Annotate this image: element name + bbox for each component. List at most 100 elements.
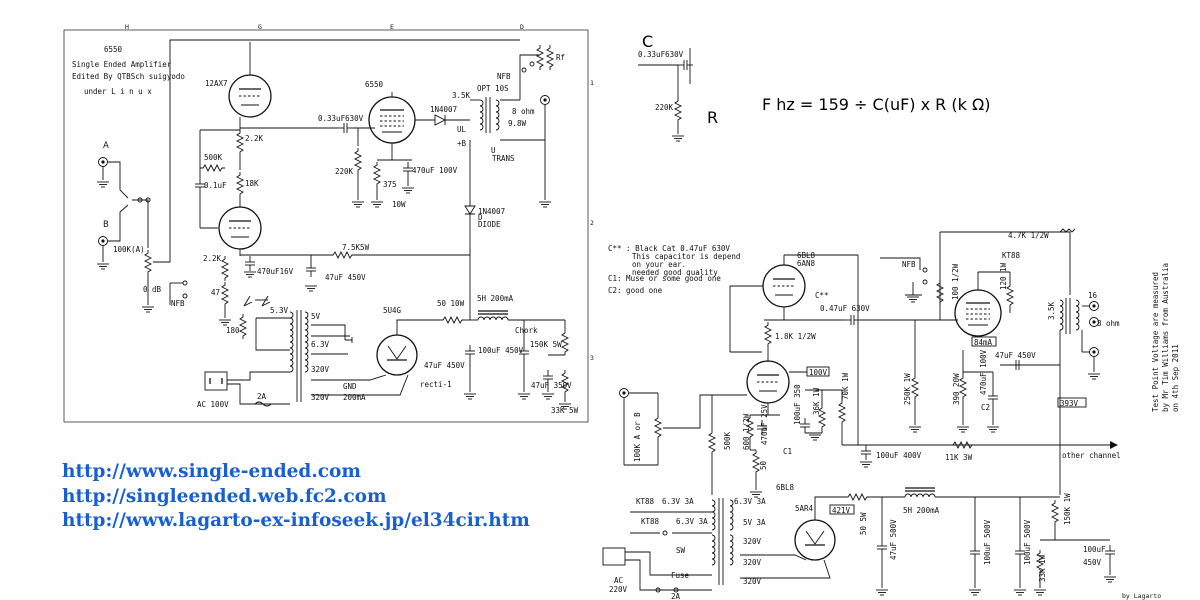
link-lagarto[interactable]: http://www.lagarto-ex-infoseek.jp/el34ci… <box>62 510 530 531</box>
test-point-current: 84mA <box>974 338 993 347</box>
tube-kt88 <box>954 289 1002 337</box>
resistor-label: 4.7K 1/2W <box>1008 231 1049 240</box>
switch-label: SW <box>676 546 686 555</box>
title-line: Single Ended Amplifier <box>72 60 172 69</box>
diode-label: 1N4007 <box>430 105 457 114</box>
crossref-label: other channel <box>1062 451 1121 460</box>
frame-marker: G <box>258 23 262 31</box>
resistor-label: 2.2K <box>203 254 222 263</box>
nfb-label: NFB <box>171 299 185 308</box>
resistor <box>838 399 846 426</box>
resistor-label: 47 <box>211 288 220 297</box>
volume-pot <box>654 414 662 441</box>
voltage-label: 6.3V 3A <box>734 497 766 506</box>
output-label: 8 ohm <box>512 107 535 116</box>
resistor <box>911 374 919 401</box>
resistor-label: 11K 3W <box>945 453 973 462</box>
current-label: 200mA <box>343 393 366 402</box>
test-point-flag <box>1057 397 1087 408</box>
side-note-line: on 4th Sep 2011 <box>1171 344 1180 412</box>
tube-label: 6AN8 <box>797 259 816 268</box>
capacitor-label: 100uF <box>1083 545 1106 554</box>
diode-label: 1N4007 <box>478 207 505 216</box>
capacitor-label: C2 <box>981 403 990 412</box>
input-label: B <box>103 220 109 230</box>
capacitor-label: 100uF 500V <box>1023 519 1032 565</box>
resistor <box>329 251 356 259</box>
tap-label: +B <box>457 139 467 148</box>
ac-label: AC 100V <box>197 400 229 409</box>
resistor-label: 375 <box>383 180 397 189</box>
diode-label: DIODE <box>478 220 501 229</box>
input-label: A <box>103 141 109 151</box>
resistor-label: 33K 5W <box>551 406 579 415</box>
resistor-label: 70K 1W <box>841 372 850 400</box>
test-point-flag <box>806 366 830 377</box>
resistor-label: 250K 1W <box>903 373 912 405</box>
frame-marker: E <box>390 23 394 31</box>
formula-res-label: 220K <box>655 103 674 112</box>
tube-label: 5U4G <box>383 306 402 315</box>
resistor-label: 2.2K <box>245 134 264 143</box>
resistor <box>221 281 229 308</box>
right-schematic: C** : Black Cat 0.47uF 630V This capacit… <box>602 228 1180 600</box>
resistor <box>221 255 229 282</box>
resistor-label: 33K 1W <box>1038 554 1047 582</box>
frame-marker: 3 <box>590 354 594 362</box>
feedback-resistor <box>546 44 554 71</box>
resistor <box>1051 499 1059 526</box>
capacitor-label: 47uF 500V <box>889 519 898 560</box>
rectifier-tube-5u4g <box>376 334 418 376</box>
power-transformer-primary <box>289 311 294 343</box>
capacitor <box>1104 544 1116 561</box>
test-point-flag <box>971 336 997 347</box>
note-line: needed good quality <box>632 268 718 277</box>
reference-links: http://www.single-ended.com http://singl… <box>62 460 530 534</box>
nfb-label: NFB <box>902 260 916 269</box>
input-jack <box>619 388 629 398</box>
notes-block: C** : Black Cat 0.47uF 630V This capacit… <box>608 244 740 295</box>
rectifier-tube-5ar4 <box>794 519 836 561</box>
output-label: 8 ohm <box>1097 319 1120 328</box>
ac-label: 220V <box>609 585 628 594</box>
resistor-label: 3.5K <box>1047 301 1056 320</box>
capacitor-label: 0.1uF <box>204 181 227 190</box>
power-transformer-primary <box>289 341 294 373</box>
resistor <box>199 164 226 172</box>
voltage-label: 6.3V 3A <box>662 497 694 506</box>
power-transformer-secondary <box>729 534 734 566</box>
voltage-label: 320V <box>743 558 762 567</box>
note-line: on your ear. <box>632 260 686 269</box>
tube-6bl8-triode <box>746 360 790 404</box>
power-transformer-primary <box>711 499 716 531</box>
capacitor-label: 47uF 350V <box>531 381 572 390</box>
ac-plug <box>602 547 626 566</box>
formula-text: F hz = 159 ÷ C(uF) x R (k Ω) <box>762 95 990 114</box>
capacitor-label: 100uF 350 <box>793 384 802 425</box>
resistor <box>236 171 244 198</box>
resistor-label: 18K <box>245 179 259 188</box>
tube-label: 12AX7 <box>205 79 228 88</box>
input-jack-a <box>98 157 108 167</box>
voltage-label: 320V <box>311 365 330 374</box>
formula-capacitor <box>677 59 694 71</box>
drawing-frame <box>63 29 589 423</box>
link-singleended-fc2[interactable]: http://singleended.web.fc2.com <box>62 485 387 507</box>
power-transformer-secondary <box>304 341 309 373</box>
capacitor <box>969 544 981 561</box>
resistor <box>561 329 569 356</box>
link-single-ended[interactable]: http://www.single-ended.com <box>62 461 361 482</box>
tube-label: 6550 <box>365 80 384 89</box>
frame-marker: H <box>125 23 129 31</box>
capacitor <box>860 444 872 461</box>
left-schematic: H G E D 1 2 3 6550 Single Ended Amplifie… <box>63 23 594 423</box>
resistor-label: 1.8K 1/2W <box>775 332 816 341</box>
heater-label: KT88 <box>641 517 660 526</box>
voltage-label: 6.3V <box>311 340 330 349</box>
frame-marker: D <box>520 23 524 31</box>
note-line: C2: good one <box>608 286 663 295</box>
input-jack-b <box>98 236 108 246</box>
resistor <box>439 316 466 324</box>
capacitor-label: 47uF 450V <box>995 351 1036 360</box>
